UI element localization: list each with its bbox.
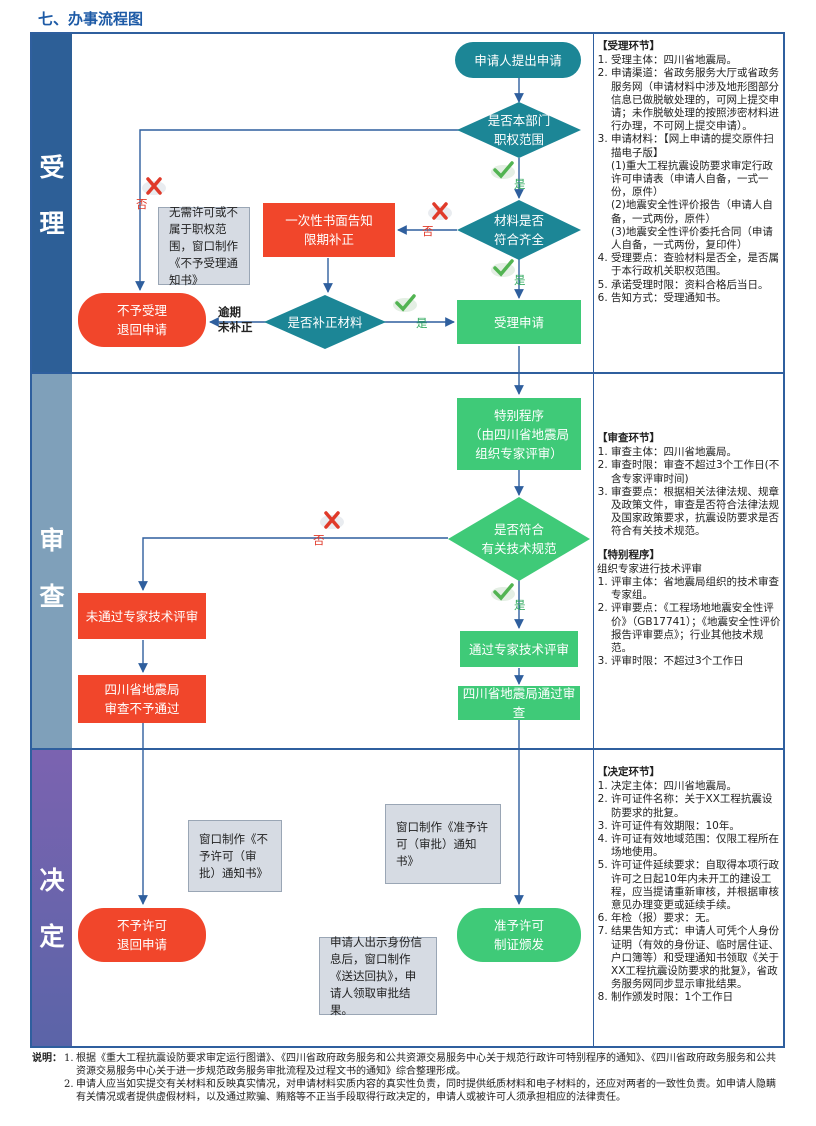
collect-result-note: 申请人出示身份信息后，窗口制作《送达回执》，申请人领取审批结果。 [319, 935, 437, 1017]
accept-apply-box: 受理申请 [457, 300, 581, 344]
yes-label: 是 [514, 273, 526, 287]
complete-check-diamond [457, 200, 581, 260]
special-info-title: 【特别程序】 [597, 548, 660, 561]
special-info-intro: 组织专家进行技术评审 [597, 562, 702, 575]
special-info-list: 评审主体：省地震局组织的技术审查专家组。 评审要点：《工程场地地震安全性评价》（… [597, 576, 781, 668]
list-item: 决定主体：四川省地震局。 [611, 780, 781, 793]
stage-label-review: 审 查 [39, 526, 65, 611]
meets-spec-diamond [448, 497, 590, 581]
accept-info-list: 受理主体：四川省地震局。 申请渠道：省政务服务大厅或省政务服务网（申请材料中涉及… [597, 54, 781, 305]
list-item: 制作颁发时限：1个工作日 [611, 991, 781, 1004]
list-item: 评审时限：不超过3个工作日 [611, 655, 781, 668]
out-of-scope-note: 无需许可或不属于职权范围，窗口制作《不予受理通知书》 [158, 205, 250, 287]
note-number: 2. [64, 1079, 74, 1090]
review-info-title: 【审查环节】 [597, 432, 660, 444]
special-procedure-box: 特别程序 （由四川省地震局 组织专家评审） [457, 398, 581, 470]
list-item: 评审主体：省地震局组织的技术审查专家组。 [611, 576, 781, 602]
accept-info-title: 【受理环节】 [597, 40, 660, 52]
stage-band-accept [32, 34, 72, 372]
list-item: 许可证件有效期限：10年。 [611, 820, 781, 833]
page-title: 七、办事流程图 [38, 10, 144, 28]
stage-label-accept: 受 理 [39, 153, 65, 238]
check-icon [393, 294, 417, 312]
note-number: 1. [64, 1053, 74, 1064]
deny-license-node: 不予许可 退回申请 [78, 908, 206, 962]
list-item: 申请渠道：省政务服务大厅或省政务服务网（申请材料中涉及地形图部分信息已做脱敏处理… [611, 67, 781, 133]
review-info-list: 审查主体：四川省地震局。 审查时限：审查不超过3个工作日(不含专家评审时间) 审… [597, 446, 781, 538]
list-item: 许可证件延续要求：自取得本项行政许可之日起10年内未开工的建设工程，应当提请重新… [611, 859, 781, 912]
overdue-label: 逾期 未补正 [218, 305, 253, 334]
notes-label: 说明： [32, 1053, 62, 1064]
supplement-check-label: 是否补正材料 [287, 314, 363, 330]
grant-notice-note: 窗口制作《准予许可（审批）通知书》 [385, 804, 501, 884]
note-text: 申请人应当如实提交有关材料和反映真实情况，对申请材料实质内容的真实性负责，同时提… [76, 1079, 776, 1103]
no-label: 否 [422, 224, 434, 238]
list-item: 审查主体：四川省地震局。 [611, 446, 781, 459]
list-item: 年检（报）要求：无。 [611, 912, 781, 925]
decide-stage-info: 【决定环节】 决定主体：四川省地震局。 许可证件名称：关于XX工程抗震设防要求的… [597, 766, 781, 1005]
yes-label: 是 [416, 316, 428, 330]
supplement-check-diamond [264, 295, 386, 349]
cross-icon [142, 177, 166, 195]
one-time-notice-box: 一次性书面告知 限期补正 [263, 203, 395, 257]
reject-accept-node: 不予受理 退回申请 [78, 293, 206, 347]
sidebar-divider [593, 34, 594, 1046]
meets-spec-label: 是否符合 有关技术规范 [481, 522, 557, 556]
stage-divider [32, 372, 783, 374]
no-label: 否 [136, 197, 148, 211]
list-item: 申请材料：【网上申请的提交原件扫描电子版】 (1)重大工程抗震设防要求审定行政许… [611, 133, 781, 252]
footnotes: 说明： 1. 根据《重大工程抗震设防要求审定运行图谱》、《四川省政府政务服务和公… [32, 1052, 782, 1104]
scope-check-diamond [457, 102, 581, 158]
expert-pass-box: 通过专家技术评审 [460, 631, 578, 667]
yes-label: 是 [514, 598, 526, 612]
apply-node: 申请人提出申请 [455, 42, 581, 78]
no-label: 否 [313, 533, 325, 547]
yes-label: 是 [514, 177, 526, 191]
list-item: 承诺受理时限：资料合格后当日。 [611, 279, 781, 292]
decide-info-title: 【决定环节】 [597, 766, 660, 778]
list-item: 结果告知方式：申请人可凭个人身份证明（有效的身份证、临时居住证、户口簿等）和受理… [611, 925, 781, 991]
deny-notice-note: 窗口制作《不予许可（审批）通知书》 [188, 820, 282, 892]
stage-band-decide [32, 750, 72, 1046]
review-fail-box: 四川省地震局 审查不予通过 [78, 675, 206, 723]
cross-icon [320, 511, 344, 529]
list-item: 许可证有效地域范围：仅限工程所在场地使用。 [611, 833, 781, 859]
note-text: 根据《重大工程抗震设防要求审定运行图谱》、《四川省政府政务服务和公共资源交易服务… [76, 1053, 776, 1077]
list-item: 受理要点：查验材料是否全，是否属于本行政机关职权范围。 [611, 252, 781, 278]
grant-license-node: 准予许可 制证颁发 [457, 908, 581, 962]
stage-divider [32, 748, 783, 750]
list-item: 告知方式：受理通知书。 [611, 292, 781, 305]
check-icon [491, 583, 515, 601]
review-stage-info: 【审查环节】 审查主体：四川省地震局。 审查时限：审查不超过3个工作日(不含专家… [597, 432, 781, 668]
list-item: 审查时限：审查不超过3个工作日(不含专家评审时间) [611, 459, 781, 485]
check-icon [491, 161, 515, 179]
list-item: 受理主体：四川省地震局。 [611, 54, 781, 67]
list-item: 评审要点：《工程场地地震安全性评价》（GB17741）；《地震安全性评价报告评审… [611, 602, 781, 655]
list-item: 审查要点：根据相关法律法规、规章及政策文件，审查是否符合法律法规及国家政策要求，… [611, 486, 781, 539]
check-icon [491, 259, 515, 277]
stage-label-decide: 决 定 [39, 866, 65, 951]
flowchart-frame [30, 32, 785, 1048]
decide-info-list: 决定主体：四川省地震局。 许可证件名称：关于XX工程抗震设防要求的批复。 许可证… [597, 780, 781, 1004]
expert-fail-box: 未通过专家技术评审 [78, 593, 206, 639]
cross-icon [428, 202, 452, 220]
review-pass-box: 四川省地震局通过审查 [458, 686, 580, 720]
scope-check-label: 是否本部门 职权范围 [487, 113, 551, 147]
list-item: 许可证件名称：关于XX工程抗震设防要求的批复。 [611, 793, 781, 819]
stage-band-review [32, 374, 72, 748]
complete-check-label: 材料是否 符合齐全 [493, 213, 544, 247]
accept-stage-info: 【受理环节】 受理主体：四川省地震局。 申请渠道：省政务服务大厅或省政务服务网（… [597, 40, 781, 305]
